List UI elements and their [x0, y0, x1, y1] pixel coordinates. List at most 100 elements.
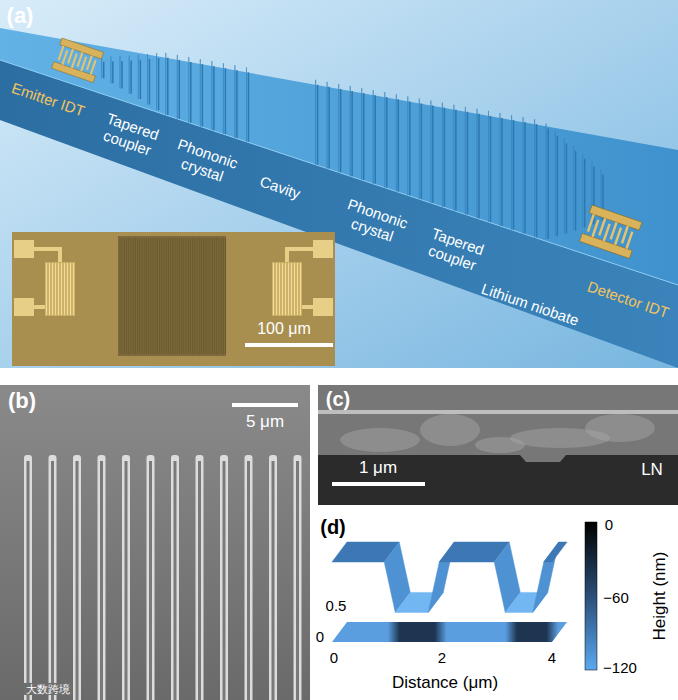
idt-finger [52, 263, 53, 315]
ridge-shadow [340, 89, 342, 172]
stripe [135, 238, 136, 354]
component-label: Detector IDT [585, 278, 671, 321]
colorbar-tick: 0 [605, 517, 613, 534]
stripe [216, 238, 217, 354]
sem-ridge-core [198, 461, 201, 700]
lithium-niobate-substrate [318, 455, 678, 505]
idt-finger [603, 223, 611, 241]
stripe [128, 238, 129, 354]
ridge-shadow [490, 116, 492, 222]
stripe [164, 238, 165, 354]
ridge [350, 86, 351, 176]
stripe [186, 238, 187, 354]
idt-finger [58, 46, 65, 61]
stripe [225, 238, 226, 354]
component-label: Phononic crystal [162, 133, 248, 190]
stripe [221, 238, 222, 354]
ridge-shadow [513, 120, 515, 230]
idt-finger [288, 263, 289, 315]
ridge [573, 146, 574, 231]
emitter-idt [52, 38, 104, 83]
axis-tick: 0 [316, 629, 324, 646]
axis-tick: 2 [438, 650, 446, 667]
stripe [175, 238, 176, 354]
height-surface [332, 542, 567, 612]
idt-finger [297, 263, 298, 315]
stripe [120, 238, 121, 354]
ridge [582, 154, 583, 228]
contact-pad [313, 240, 333, 258]
ridge-shadow [167, 58, 169, 115]
sem-ridge [196, 455, 204, 700]
ridge-shadow [103, 62, 105, 79]
idt-finger [614, 227, 622, 245]
ridge [430, 101, 431, 204]
resist-texture [585, 414, 655, 442]
stripe [157, 238, 158, 354]
idt-finger [610, 222, 618, 240]
idt-finger [300, 263, 301, 315]
idt-finger [67, 263, 68, 315]
ridge-shadow [566, 143, 568, 233]
sem-ridge-core [247, 461, 250, 700]
stripe [170, 238, 171, 354]
ridge [419, 99, 420, 200]
ridge-shadow [478, 114, 480, 218]
sem-ridge [171, 455, 179, 700]
sem-ridge-core [27, 461, 30, 700]
component-label: Cavity [258, 173, 303, 202]
sem-ridge-core [272, 461, 275, 700]
ridge-shadow [121, 61, 123, 88]
ridge [315, 80, 316, 165]
stripe [205, 238, 206, 354]
material-label: LN [641, 461, 663, 480]
stripe [150, 238, 151, 354]
idt-finger [591, 219, 599, 237]
idt-finger [587, 214, 595, 232]
stripe [124, 238, 125, 354]
panel-background [0, 0, 678, 368]
sem-ridge-core [100, 461, 103, 700]
stripe [179, 238, 180, 354]
ridge [234, 65, 235, 138]
scale-label: 5 μm [246, 413, 284, 432]
ridge [384, 92, 385, 188]
stripe [172, 238, 173, 354]
ridge-shadow [524, 122, 526, 233]
sem-ridge-core [125, 461, 128, 700]
axis-title: Distance (μm) [392, 674, 498, 693]
stripe [122, 238, 123, 354]
panel-label: (b) [8, 389, 36, 413]
ridge [373, 90, 374, 184]
stripe [214, 238, 215, 354]
scale-bar [245, 343, 333, 347]
stripe [159, 238, 160, 354]
sem-ridge [98, 455, 106, 700]
stripe [212, 238, 213, 354]
ridge [523, 117, 524, 234]
axis-tick: 0 [330, 650, 338, 667]
sem-ridge [122, 455, 130, 700]
idt-finger [86, 55, 93, 70]
stripe [190, 238, 191, 354]
component-label: Phononic crystal [332, 193, 418, 250]
idt-finger [67, 49, 74, 64]
ridge-shadow [398, 99, 400, 191]
stripe [208, 238, 209, 354]
ridge [396, 94, 397, 191]
slab-front-face [0, 60, 678, 368]
ridge [156, 53, 157, 110]
idt-finger [61, 263, 62, 315]
ridge-shadow [112, 61, 114, 83]
ridge-shadow [557, 136, 559, 236]
surface-segment [544, 542, 567, 562]
panel-label: (c) [326, 388, 350, 410]
ridge-shadow [584, 159, 586, 228]
resist-texture [340, 428, 420, 452]
stripe [137, 238, 138, 354]
ridge [477, 109, 478, 219]
stripe [126, 238, 127, 354]
projection-plane [332, 622, 567, 642]
colorbar-tick: −120 [603, 660, 637, 677]
stripe [210, 238, 211, 354]
